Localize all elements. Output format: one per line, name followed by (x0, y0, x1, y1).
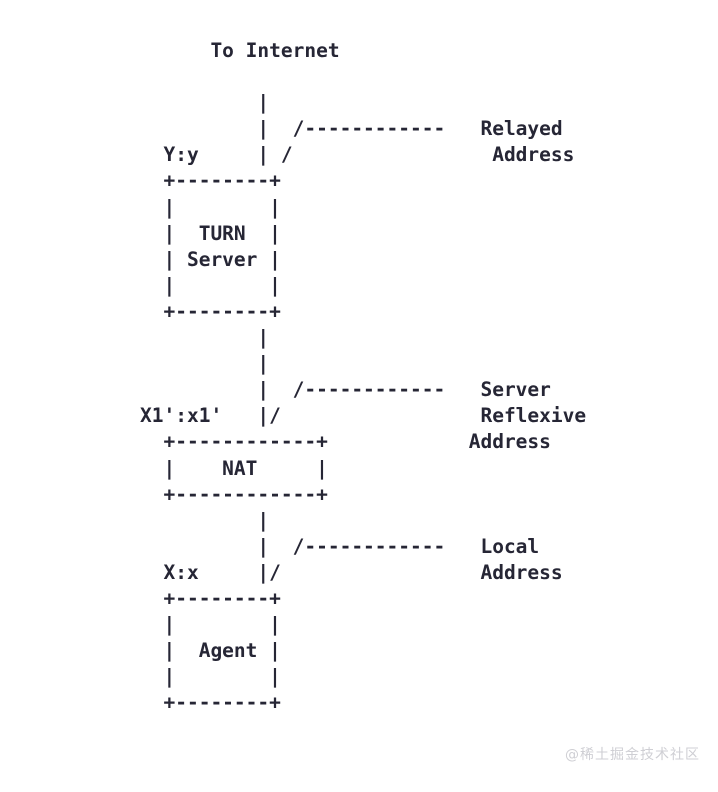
ascii-art-body: To Internet | | /------------ Relayed Y:… (140, 39, 587, 715)
watermark-label: @稀土掘金技术社区 (565, 747, 700, 763)
